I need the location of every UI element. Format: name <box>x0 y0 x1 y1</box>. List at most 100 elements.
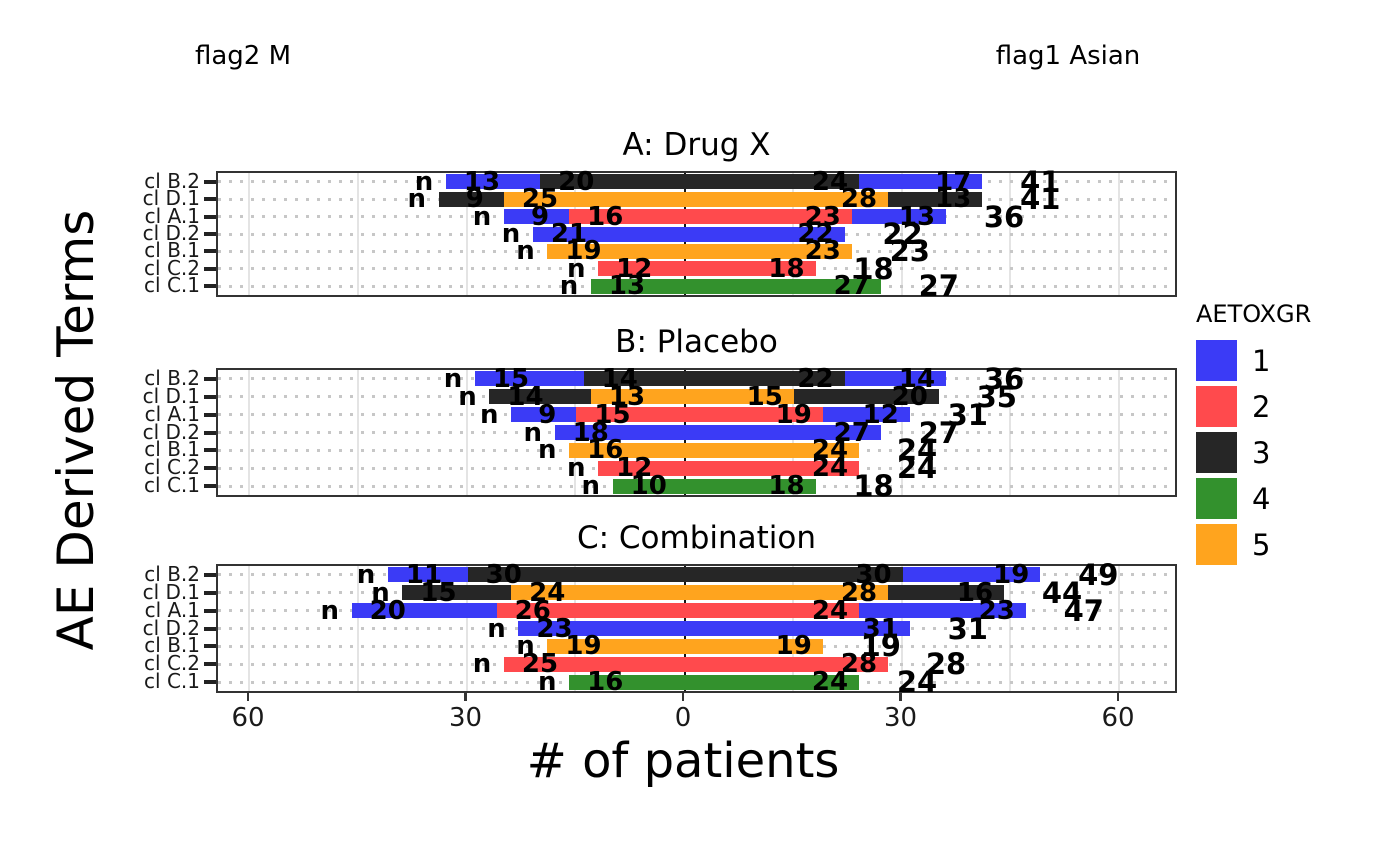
bar-value-label: 16 <box>587 667 624 698</box>
row-label: cl A.1 <box>144 597 200 622</box>
bar-value-label: 15 <box>746 381 783 412</box>
bar-value-label: 22 <box>797 363 834 394</box>
bar-value-label: 13 <box>608 271 646 302</box>
bar-value-label: 26 <box>514 595 551 626</box>
legend-swatch <box>1196 340 1237 381</box>
bar-value-label: 28 <box>840 577 878 608</box>
legend-swatch <box>1196 386 1237 427</box>
bar-value-label: 23 <box>536 613 573 644</box>
bar-value-label: 12 <box>862 399 899 430</box>
bar-value-label: 14 <box>601 363 638 394</box>
n-label: n <box>443 363 463 394</box>
bar-segment <box>859 603 1026 619</box>
panel-title: A: Drug X <box>622 127 771 163</box>
bar-value-label: 24 <box>811 435 849 466</box>
total-label: 41 <box>1020 164 1061 199</box>
n-label: n <box>581 471 601 502</box>
bar-value-label: 10 <box>630 471 667 502</box>
n-label: n <box>407 184 427 215</box>
legend-title: AETOXGR <box>1196 300 1312 328</box>
bar-value-label: 15 <box>594 399 631 430</box>
total-label: 31 <box>947 611 988 646</box>
legend-item: 5 <box>1196 524 1316 565</box>
bar-segment <box>685 585 888 601</box>
legend-swatch <box>1196 524 1237 565</box>
bar-value-label: 9 <box>530 201 550 232</box>
bar-value-label: 16 <box>956 577 994 608</box>
bar-value-label: 12 <box>616 453 653 484</box>
legend-item-label: 3 <box>1252 435 1271 470</box>
bar-value-label: 25 <box>521 649 559 680</box>
bar-segment <box>859 174 983 190</box>
bar-segment <box>793 389 939 405</box>
bar-segment <box>496 603 685 619</box>
bar-value-label: 27 <box>833 417 870 448</box>
y-tick <box>204 214 216 219</box>
legend-item: 1 <box>1196 340 1316 381</box>
y-tick <box>204 394 216 399</box>
x-tick-label: 0 <box>674 703 692 733</box>
bar-segment <box>489 389 591 405</box>
bar-segment <box>888 191 983 207</box>
bar-segment <box>569 674 685 690</box>
bar-value-label: 13 <box>608 381 646 412</box>
bar-segment <box>438 191 504 207</box>
bar-value-label: 18 <box>572 417 609 448</box>
y-tick <box>204 412 216 417</box>
bar-value-label: 20 <box>891 381 928 412</box>
n-label: n <box>537 667 557 698</box>
n-label: n <box>479 399 499 430</box>
bar-segment <box>402 585 511 601</box>
bar-segment <box>685 371 845 387</box>
total-label: 47 <box>1063 593 1104 628</box>
bar-segment <box>685 656 888 672</box>
legend-item-label: 5 <box>1252 527 1271 562</box>
n-label: n <box>537 435 557 466</box>
legend-item: 2 <box>1196 386 1316 427</box>
bar-segment <box>540 174 685 190</box>
total-label: 28 <box>925 647 967 682</box>
total-label: 49 <box>1078 557 1119 592</box>
row-label: cl B.2 <box>144 168 200 193</box>
bar-segment <box>685 174 859 190</box>
legend-item: 3 <box>1196 432 1316 473</box>
y-tick <box>204 590 216 595</box>
legend-item-label: 4 <box>1252 481 1271 516</box>
bar-segment <box>547 638 685 654</box>
bar-segment <box>590 278 685 294</box>
bar-segment <box>685 674 859 690</box>
bar-value-label: 24 <box>811 453 849 484</box>
bar-value-label: 19 <box>993 559 1030 590</box>
legend-swatch <box>1196 478 1237 519</box>
bar-segment <box>685 603 859 619</box>
row-label: cl D.1 <box>142 579 200 604</box>
bar-value-label: 19 <box>565 236 602 267</box>
x-tick-label: 30 <box>448 703 483 733</box>
bar-value-label: 14 <box>507 381 544 412</box>
n-label: n <box>320 595 340 626</box>
legend-swatch <box>1196 432 1237 473</box>
row-label: cl D.2 <box>142 615 200 640</box>
panel-title: B: Placebo <box>615 324 778 360</box>
bar-segment <box>598 261 685 277</box>
bar-segment <box>685 567 903 583</box>
x-tick-label: 60 <box>231 703 265 733</box>
bar-segment <box>685 209 852 225</box>
row-label: cl B.2 <box>144 365 200 390</box>
panel-title: C: Combination <box>576 520 817 556</box>
n-label: n <box>356 559 376 590</box>
x-tick-label: 30 <box>883 703 918 733</box>
n-label: n <box>516 631 535 662</box>
n-label: n <box>566 453 586 484</box>
n-label: n <box>523 417 543 448</box>
total-label: 27 <box>918 415 959 450</box>
row-label: cl A.1 <box>144 203 200 228</box>
bar-segment <box>851 209 946 225</box>
row-label: cl D.2 <box>142 221 200 245</box>
row-label: cl D.1 <box>142 186 200 211</box>
bar-segment <box>511 407 577 423</box>
x-tick-label: 60 <box>1101 703 1135 733</box>
x-tick <box>1116 693 1120 701</box>
bar-segment <box>685 389 794 405</box>
